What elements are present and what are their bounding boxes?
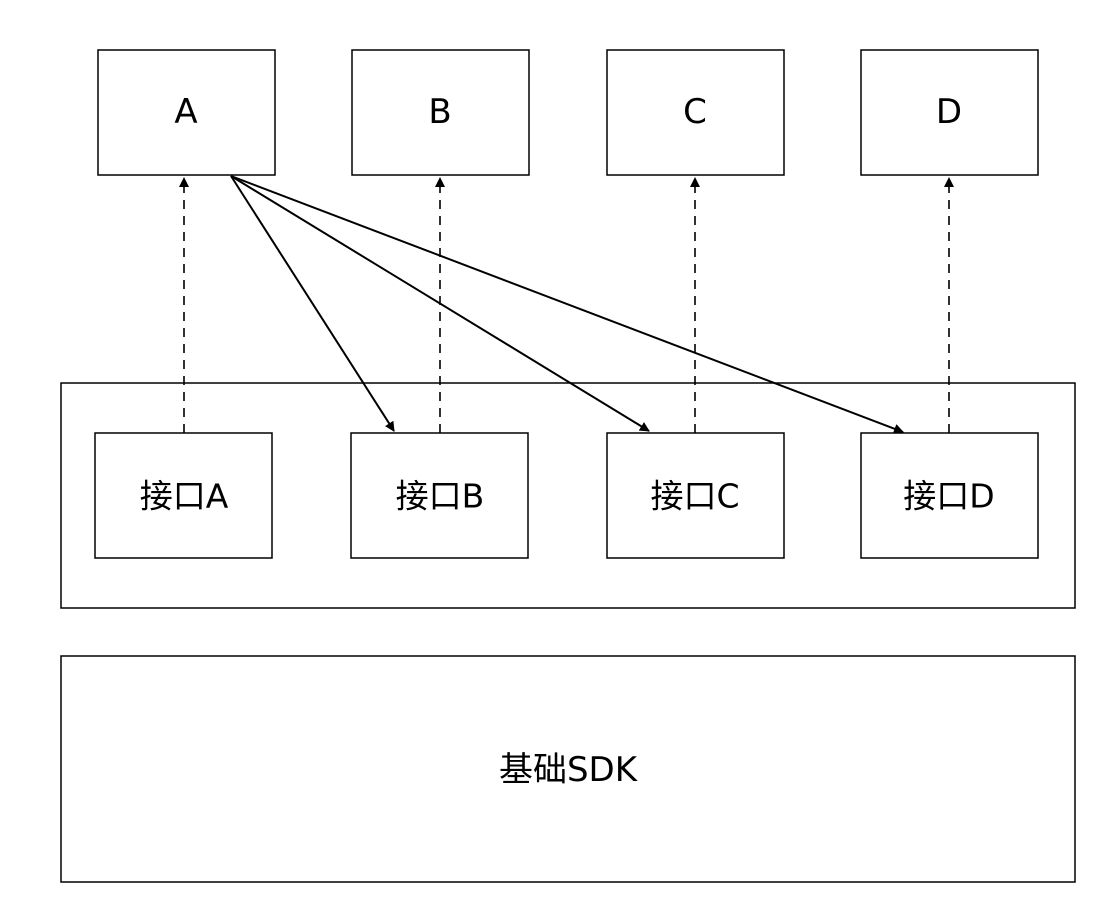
interface-D: 接口D [860, 432, 1039, 559]
module-B-box [351, 49, 530, 176]
module-A-label: A [174, 92, 197, 132]
module-C-box [606, 49, 785, 176]
interface-A: 接口A [94, 432, 273, 559]
interface-B-box [350, 432, 529, 559]
module-D-box [860, 49, 1039, 176]
interface-B: 接口B [350, 432, 529, 559]
interface-A-label: 接口A [140, 477, 229, 516]
solid-arrow-module-A-to-interface-D [230, 175, 904, 434]
module-B-label: B [428, 92, 451, 132]
interface-D-box [860, 432, 1039, 559]
module-D: D [860, 49, 1039, 176]
solid-arrow-module-A-to-interface-B [230, 175, 395, 432]
module-B: B [351, 49, 530, 176]
interface-C-label: 接口C [650, 477, 739, 516]
interface-B-label: 接口B [396, 477, 485, 516]
interface-C: 接口C [606, 432, 785, 559]
interface-D-label: 接口D [903, 477, 994, 516]
interface-A-box [94, 432, 273, 559]
module-C: C [606, 49, 785, 176]
base-sdk-label: 基础SDK [499, 750, 639, 790]
module-D-label: D [936, 92, 962, 132]
module-A: A [97, 49, 276, 176]
base-sdk-box [60, 655, 1076, 883]
module-C-label: C [683, 92, 707, 132]
solid-arrow-module-A-to-interface-C [230, 175, 650, 432]
interface-C-box [606, 432, 785, 559]
module-A-box [97, 49, 276, 176]
